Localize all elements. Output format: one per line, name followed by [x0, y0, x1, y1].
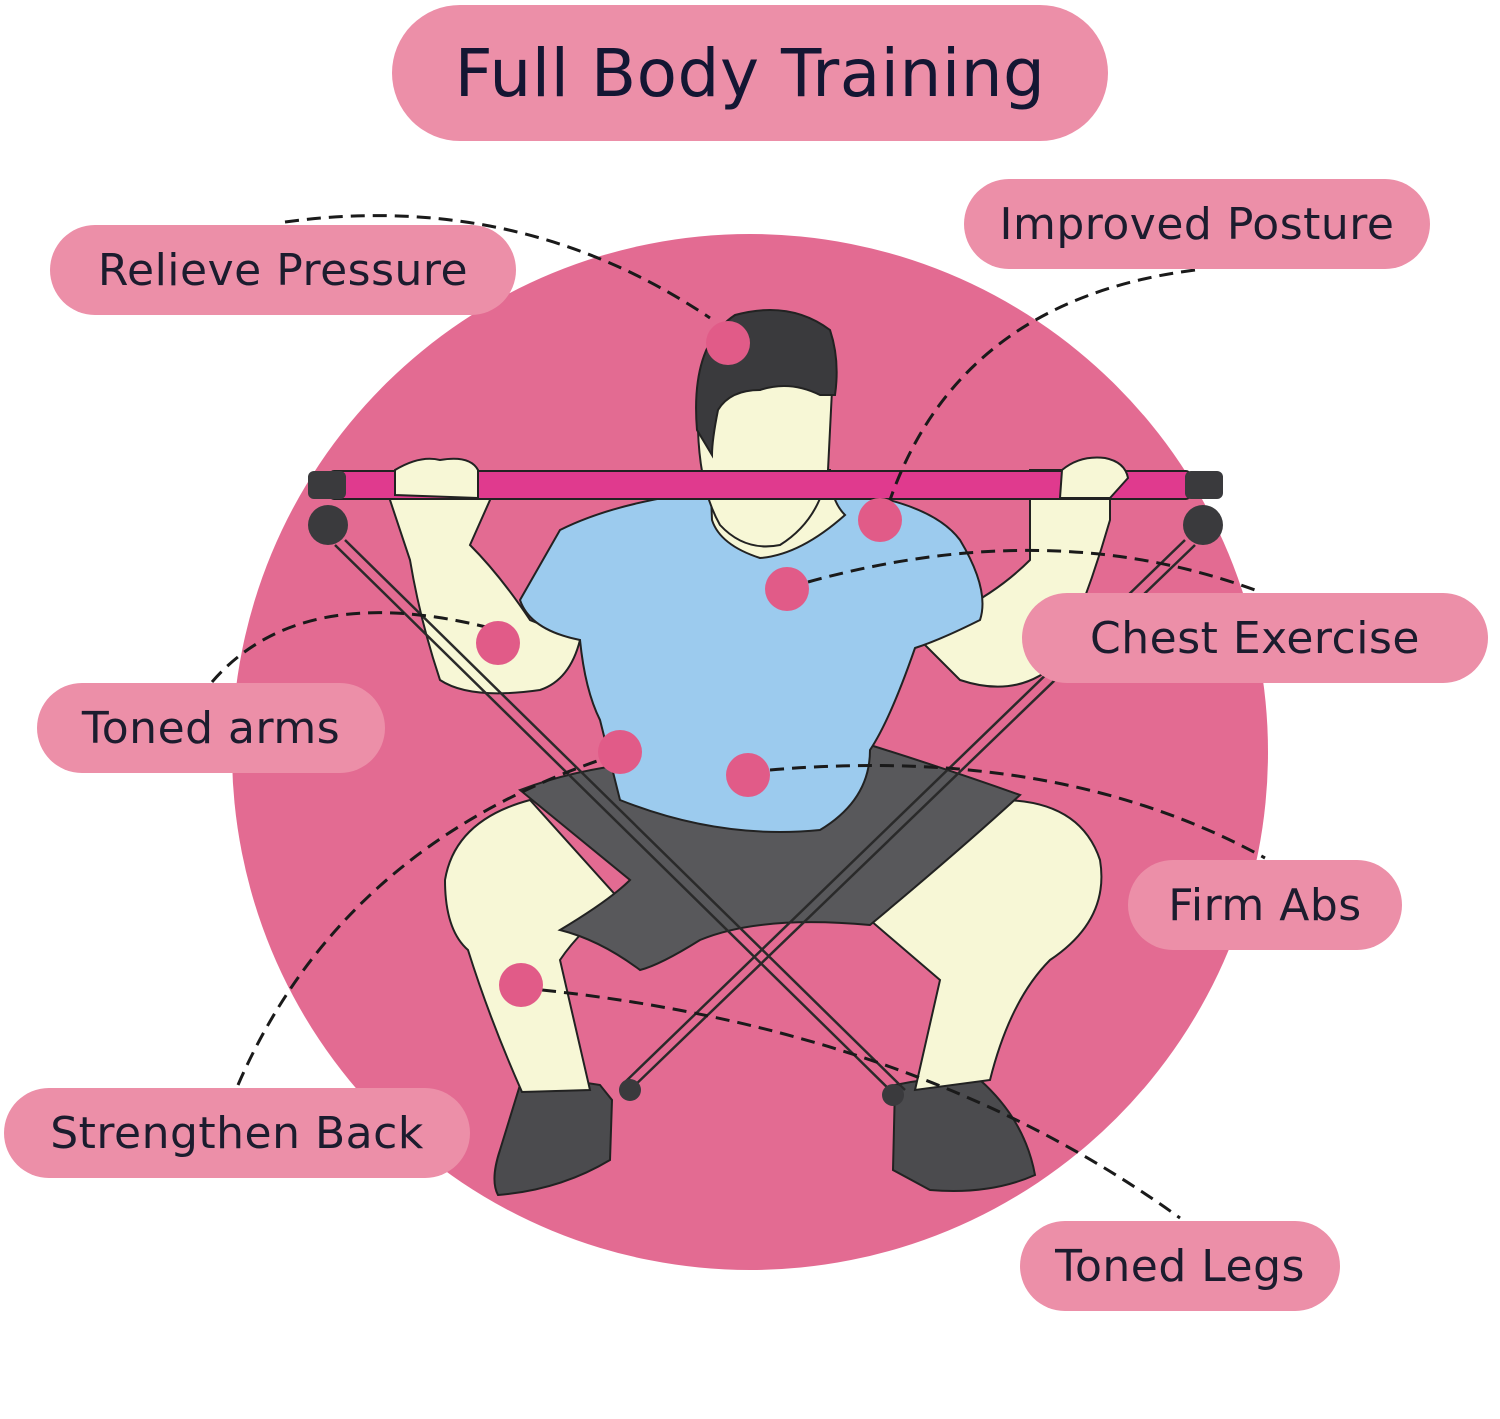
label-relieve-pressure: Relieve Pressure [50, 225, 516, 315]
label-strengthen-back: Strengthen Back [4, 1088, 470, 1178]
leader-relieve [284, 214, 711, 320]
leader-lines [210, 214, 1266, 1220]
dot-arm [476, 621, 520, 665]
leader-arms [210, 611, 491, 683]
left-hand [394, 457, 479, 500]
dot-abs [726, 753, 770, 797]
dot-back [598, 730, 642, 774]
cord-clip-right [882, 1084, 904, 1106]
dot-head [706, 321, 750, 365]
leader-abs [769, 763, 1266, 860]
label-toned-arms: Toned arms [37, 683, 385, 773]
bar-knob-right [1183, 505, 1223, 545]
dot-chest [765, 567, 809, 611]
label-improved-posture: Improved Posture [964, 179, 1430, 269]
leader-back [236, 758, 601, 1086]
right-hand [1058, 456, 1130, 499]
bar-cap-left [308, 471, 346, 499]
bar-cap-right [1185, 471, 1223, 499]
leader-legs [541, 988, 1181, 1220]
label-chest-exercise: Chest Exercise [1022, 593, 1488, 683]
dot-leg [499, 963, 543, 1007]
left-leg [443, 798, 622, 1094]
highlight-dots [476, 321, 902, 1007]
leader-posture [888, 268, 1196, 501]
label-toned-legs: Toned Legs [1020, 1221, 1340, 1311]
bar-knob-left [308, 505, 348, 545]
cord-clip-left [619, 1079, 641, 1101]
label-firm-abs: Firm Abs [1128, 860, 1402, 950]
page-title: Full Body Training [392, 5, 1108, 141]
leader-chest [807, 548, 1256, 592]
dot-shoulder [858, 498, 902, 542]
